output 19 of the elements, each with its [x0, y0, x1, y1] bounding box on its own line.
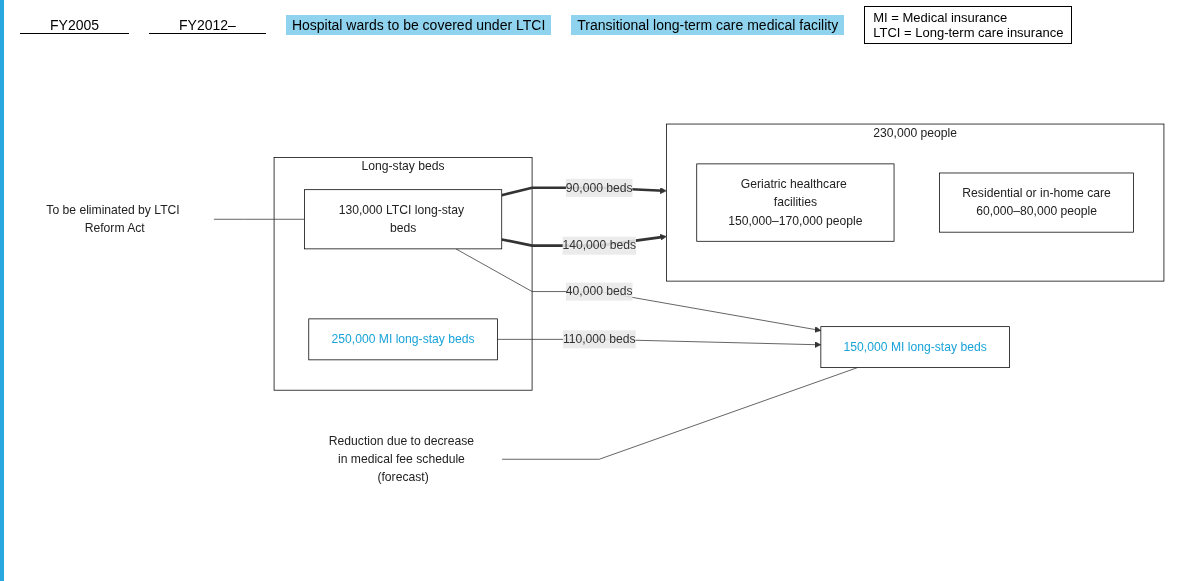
category-tag: Transitional long-term care medical facility	[571, 15, 845, 35]
abbreviation-note: MI = Medical insurance	[873, 10, 1009, 25]
edge-label: 40,000 beds	[565, 284, 633, 298]
edge-label: 110,000 beds	[562, 332, 636, 346]
edge-label: 140,000 beds	[562, 238, 637, 252]
node-box: 130,000 LTCI long-stay beds	[304, 189, 503, 250]
node-box: Geriatric healthcare facilities 150,000–170,000 people	[696, 163, 895, 242]
connector	[213, 218, 305, 220]
abbreviation-note: LTCI = Long-term care insurance	[873, 25, 1064, 40]
node-text: Reduction due to decrease in medical fee schedule (forecast)	[328, 434, 474, 484]
connector	[501, 367, 858, 460]
node-box: 150,000 MI long-stay beds	[820, 326, 1010, 368]
category-tag: Hospital wards to be covered under LTCI	[285, 15, 552, 35]
edge-label: 90,000 beds	[565, 180, 633, 194]
period-heading: FY2005	[20, 16, 130, 34]
period-heading: FY2012–	[149, 16, 266, 34]
node-text: To be eliminated by LTCI Reform Act	[46, 203, 180, 235]
node-box: Residential or in-home care 60,000–80,000 people	[939, 172, 1134, 233]
node-box: 250,000 MI long-stay beds	[308, 318, 498, 361]
